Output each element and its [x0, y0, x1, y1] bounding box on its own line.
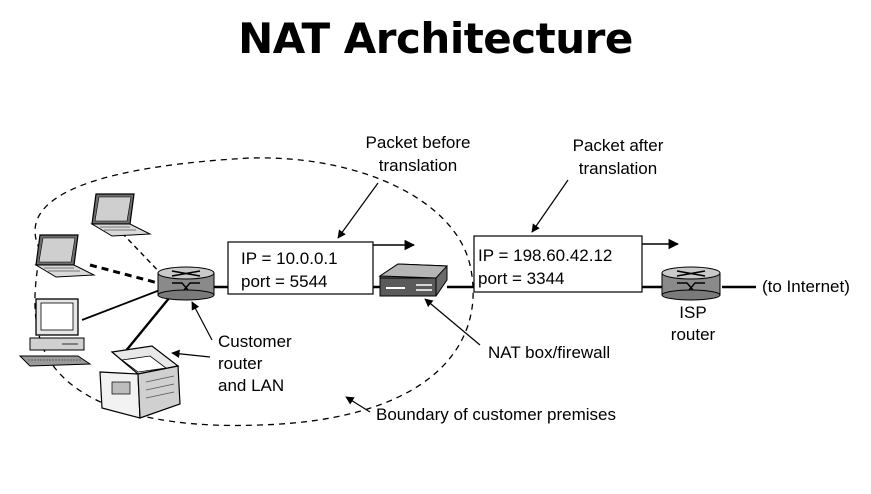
packet-before-port: port = 5544: [241, 272, 328, 291]
laptop-icon: [34, 234, 96, 278]
customer-boundary: [34, 157, 474, 427]
isp-router-label: router: [671, 325, 716, 344]
packet-after-callout-arrow: [531, 179, 569, 233]
isp-router-label: ISP: [679, 303, 706, 322]
packet-after-ip: IP = 198.60.42.12: [478, 246, 612, 265]
boundary-label: Boundary of customer premises: [376, 405, 616, 424]
nat-box-callout-arrow: [424, 298, 481, 346]
packet-after-label: translation: [579, 159, 657, 178]
customer-router-label: Customer: [218, 332, 292, 351]
boundary-callout-arrow: [345, 396, 371, 413]
router-icon: [157, 266, 215, 301]
desktop-computer-icon: [18, 298, 92, 367]
packet-after-label: Packet after: [573, 136, 664, 155]
printer-icon: [99, 345, 181, 419]
nat-box-icon: [378, 263, 449, 297]
packet-after-port: port = 3344: [478, 269, 565, 288]
router-icon: [661, 266, 721, 301]
customer-router-callout-arrow: [191, 301, 213, 341]
nat-box-label: NAT box/firewall: [488, 343, 610, 362]
customer-router-label: and LAN: [218, 376, 284, 395]
packet-before-label: translation: [379, 156, 457, 175]
page-title: NAT Architecture: [238, 14, 633, 63]
lan-callout-arrow: [171, 349, 211, 358]
packet-after-box: [473, 235, 643, 293]
customer-router-label: router: [218, 354, 263, 373]
packet-before-label: Packet before: [366, 133, 471, 152]
internet-label: (to Internet): [762, 277, 850, 296]
packet-before-callout-arrow: [337, 182, 379, 239]
laptop-icon: [90, 193, 152, 237]
packet-before-ip: IP = 10.0.0.1: [241, 249, 338, 268]
packet-before-box: [227, 241, 374, 295]
